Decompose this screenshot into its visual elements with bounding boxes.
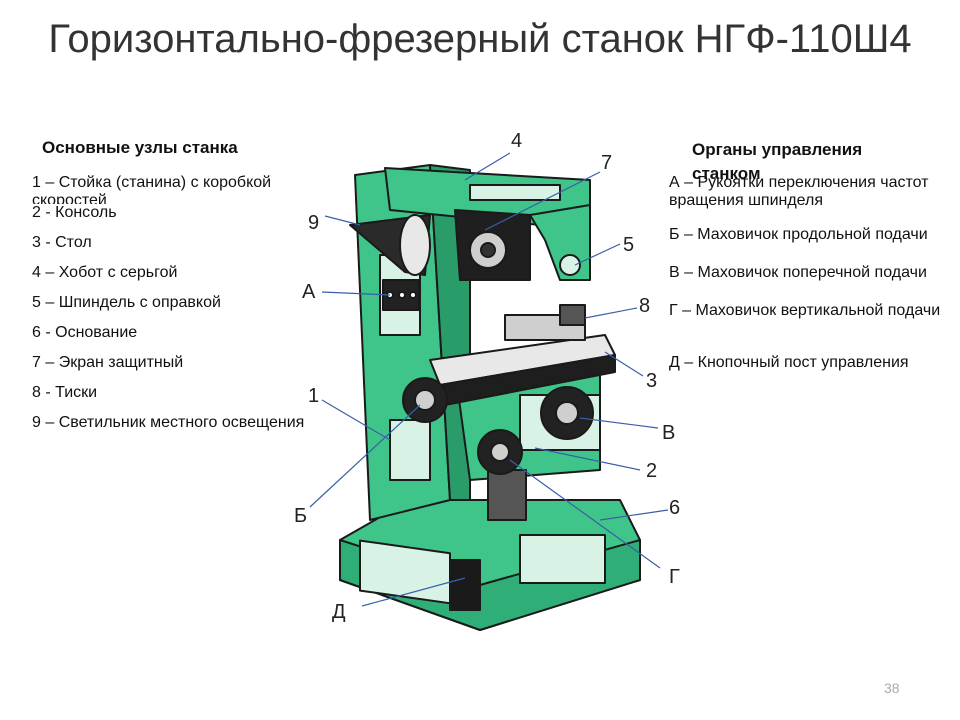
callout-3: 3 bbox=[646, 370, 658, 392]
callout-1: 1 bbox=[308, 385, 320, 407]
callout-g: Г bbox=[669, 566, 680, 588]
list-item: А – Рукоятки переключения частот вращени… bbox=[669, 174, 929, 209]
callout-d: Д bbox=[332, 601, 346, 623]
list-item: 3 - Стол bbox=[32, 234, 92, 251]
list-item: 2 - Консоль bbox=[32, 204, 117, 222]
callout-6: 6 bbox=[669, 497, 681, 519]
list-item: Г – Маховичок вертикальной подачи bbox=[669, 302, 941, 319]
callout-8: 8 bbox=[639, 295, 651, 317]
callout-v: В bbox=[662, 422, 676, 444]
spindle-arbor bbox=[559, 254, 581, 276]
list-item: 6 - Основание bbox=[32, 324, 138, 341]
list-item: 7 – Экран защитный bbox=[32, 354, 184, 371]
callout-7: 7 bbox=[601, 152, 613, 174]
callout-2: 2 bbox=[646, 460, 658, 482]
left-heading: Основные узлы станка bbox=[42, 138, 238, 157]
list-item: Б – Маховичок продольной подачи bbox=[669, 226, 928, 243]
callout-a: А bbox=[302, 281, 316, 303]
page-number: 38 bbox=[884, 680, 900, 696]
callout-b: Б bbox=[294, 505, 308, 527]
base-door-right bbox=[519, 534, 606, 584]
leader-lines bbox=[309, 152, 669, 607]
callout-4: 4 bbox=[511, 130, 523, 152]
list-item: 4 – Хобот с серьгой bbox=[32, 264, 178, 281]
button-station bbox=[449, 559, 481, 611]
list-item: 8 - Тиски bbox=[32, 384, 98, 401]
right-heading: Органы управления станком bbox=[692, 140, 863, 183]
callout-9: 9 bbox=[308, 212, 320, 234]
list-item: В – Маховичок поперечной подачи bbox=[669, 264, 927, 281]
list-item: Д – Кнопочный пост управления bbox=[669, 354, 909, 371]
callout-5: 5 bbox=[623, 234, 635, 256]
list-item: 9 – Светильник местного освещения bbox=[32, 414, 305, 431]
slide-title: Горизонтально-фрезерный станок НГФ-110Ш4 bbox=[48, 17, 912, 61]
list-item: 5 – Шпиндель с оправкой bbox=[32, 294, 221, 311]
